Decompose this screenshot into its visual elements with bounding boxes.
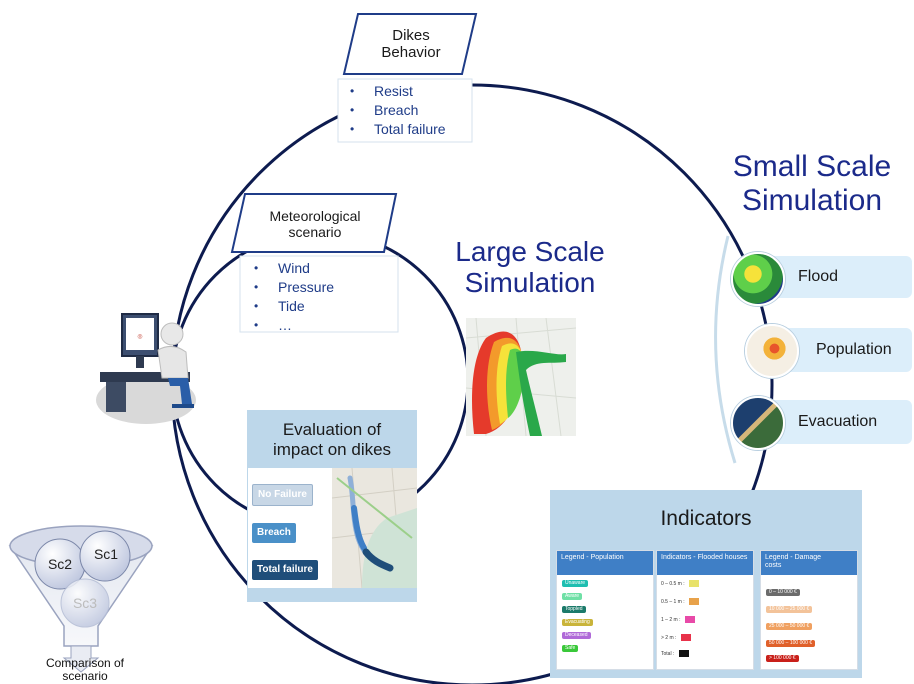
population-legend-header: Legend - Population <box>557 551 653 575</box>
flooded-row: 1 – 2 m : <box>661 617 681 623</box>
flooded-row: 0 – 0.5 m : <box>661 581 685 587</box>
damage-tag: 50 000 – 100 000 € <box>766 640 816 647</box>
svg-text:◎: ◎ <box>137 334 142 340</box>
scenario-ball-sc1 <box>79 530 131 582</box>
population-tag: Safe <box>562 645 579 652</box>
flooded-swatch <box>679 650 689 657</box>
meteo-scenario-list: Wind Pressure Tide … <box>244 259 394 335</box>
list-item: … <box>244 316 394 335</box>
evacuation-map-icon <box>731 396 785 450</box>
population-tag: Aware <box>562 593 583 600</box>
population-legend-card: Legend - Population Unaware Aware Topple… <box>556 550 654 670</box>
scenario-label-sc2: Sc2 <box>47 556 73 572</box>
scenario-label-sc1: Sc1 <box>93 546 119 562</box>
small-scale-item-evacuation: Evacuation <box>760 400 912 444</box>
total-failure-badge: Total failure <box>252 560 318 580</box>
damage-tag: 0 – 10 000 € <box>766 589 800 596</box>
dikes-behavior-list: Resist Breach Total failure <box>340 82 470 139</box>
computer-user-icon: ◎ <box>96 313 196 424</box>
large-scale-simulation-title: Large Scale Simulation <box>455 236 605 299</box>
flooded-houses-card: Indicators - Flooded houses 0 – 0.5 m : … <box>656 550 754 670</box>
scenario-label-sc3: Sc3 <box>72 595 98 611</box>
population-map-icon <box>745 324 799 378</box>
flooded-swatch <box>681 634 691 641</box>
breach-badge: Breach <box>252 523 296 543</box>
list-item: Wind <box>244 259 394 278</box>
comparison-caption: Comparison of scenario <box>45 656 125 683</box>
flooded-row: 0.5 – 1 m : <box>661 599 685 605</box>
large-scale-flood-map <box>466 318 576 436</box>
list-item: Total failure <box>340 120 470 139</box>
population-tag: Evacuating <box>562 619 593 626</box>
flooded-swatch <box>689 580 699 587</box>
small-scale-arc <box>714 235 737 464</box>
small-scale-simulation-title: Small Scale Simulation <box>732 150 892 217</box>
population-tag: Deceased <box>562 632 591 639</box>
damage-costs-header: Legend - Damage costs <box>761 551 857 575</box>
flooded-swatch <box>685 616 695 623</box>
flood-map-icon <box>731 252 785 306</box>
flooded-swatch <box>689 598 699 605</box>
scenario-funnel <box>8 525 154 673</box>
small-scale-item-flood: Flood <box>760 256 912 298</box>
population-tag: Unaware <box>562 580 589 587</box>
damage-tag: > 100 000 € <box>766 655 799 662</box>
dikes-behavior-box <box>342 13 478 75</box>
list-item: Resist <box>340 82 470 101</box>
dike-impact-map <box>332 468 417 588</box>
damage-tag: 25 000 – 50 000 € <box>766 623 813 630</box>
damage-tag: 10 000 – 25 000 € <box>766 606 813 613</box>
no-failure-badge: No Failure <box>252 484 313 506</box>
meteo-scenario-box <box>230 193 398 253</box>
indicators-title: Indicators <box>660 507 752 530</box>
population-tag: Toppled <box>562 606 586 613</box>
flooded-row: > 2 m : <box>661 635 677 641</box>
damage-costs-card: Legend - Damage costs 0 – 10 000 € 10 00… <box>760 550 858 670</box>
scenario-ball-sc3 <box>60 578 110 628</box>
flooded-row: Total : <box>661 651 675 657</box>
flooded-houses-header: Indicators - Flooded houses <box>657 551 753 575</box>
list-item: Pressure <box>244 278 394 297</box>
list-item: Breach <box>340 101 470 120</box>
evaluation-title: Evaluation of impact on dikes <box>272 420 392 459</box>
list-item: Tide <box>244 297 394 316</box>
